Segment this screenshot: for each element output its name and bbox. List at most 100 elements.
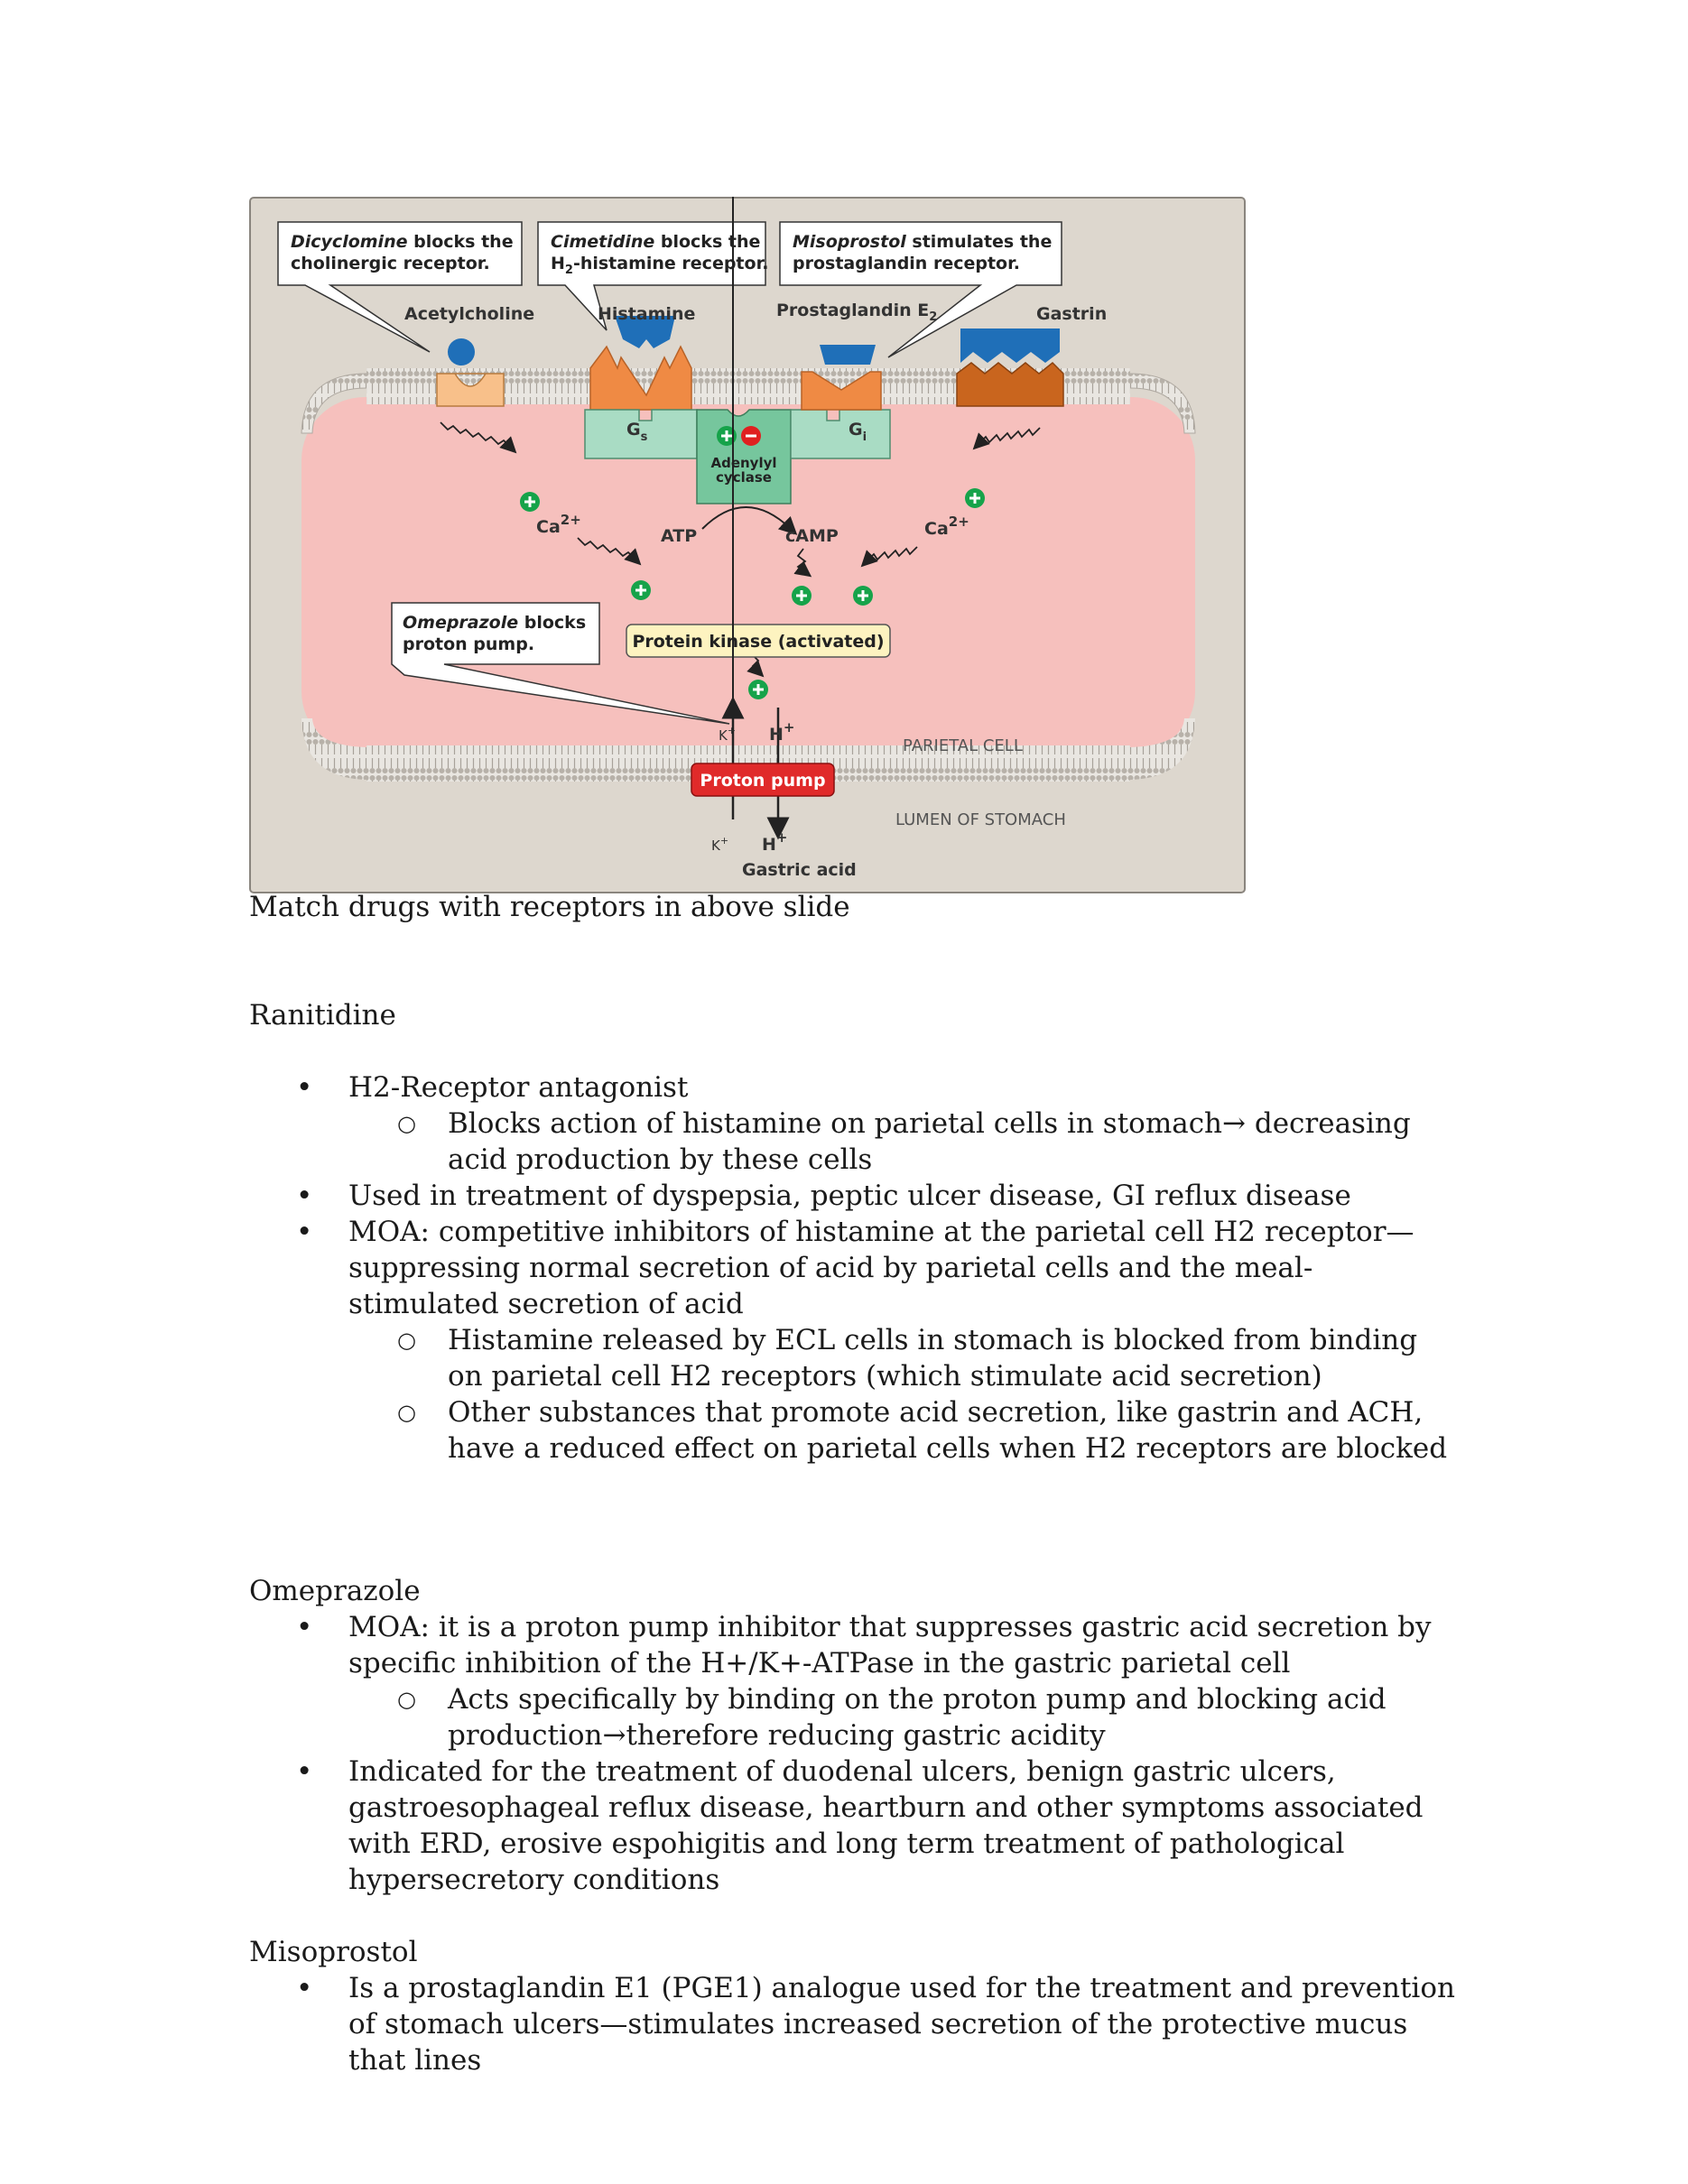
svg-text:Prostaglandin E2: Prostaglandin E2 xyxy=(776,301,937,324)
list-item: ○ Other substances that promote acid sec… xyxy=(397,1394,1459,1467)
circle-bullet-icon: ○ xyxy=(397,1111,416,1136)
cimetidine-drug: Cimetidine xyxy=(551,232,654,252)
parietal-cell-label: PARIETAL CELL xyxy=(903,736,1023,755)
prostaglandin-label: Prostaglandin E xyxy=(776,301,929,320)
svg-text:Gi: Gi xyxy=(849,420,867,444)
prostaglandin-receptor xyxy=(801,371,882,411)
ranitidine-b1-s1: Blocks action of histamine on parietal c… xyxy=(448,1107,1411,1176)
gastric-acid-label: Gastric acid xyxy=(742,860,857,880)
svg-text:Ca2+: Ca2+ xyxy=(536,512,581,537)
gs-sub: s xyxy=(641,430,648,444)
gastric-acid-diagram: Dicyclomine blocks the cholinergic recep… xyxy=(249,197,1246,893)
misoprostol-heading: Misoprostol xyxy=(249,1936,418,1968)
circle-bullet-icon: ○ xyxy=(397,1687,416,1712)
omeprazole-b1-s1: Acts specifically by binding on the prot… xyxy=(448,1683,1387,1752)
cimetidine-rest: blocks the xyxy=(654,232,760,252)
list-item: • Used in treatment of dyspepsia, peptic… xyxy=(296,1178,1459,1214)
bullet-icon: • xyxy=(296,1611,313,1643)
signal-arrow-ach xyxy=(440,421,517,454)
svg-text:Ca2+: Ca2+ xyxy=(924,514,969,539)
list-item: • Is a prostaglandin E1 (PGE1) analogue … xyxy=(296,1970,1459,2078)
adenylyl-label: Adenylyl xyxy=(710,455,776,471)
prostaglandin-sub: 2 xyxy=(929,310,937,324)
list-item: • MOA: it is a proton pump inhibitor tha… xyxy=(296,1609,1459,1754)
callout-misoprostol xyxy=(779,221,1062,358)
dicyclomine-line2: cholinergic receptor. xyxy=(291,254,490,273)
list-item: • MOA: competitive inhibitors of histami… xyxy=(296,1214,1459,1467)
svg-text:H+: H+ xyxy=(769,719,794,745)
bullet-icon: • xyxy=(296,1071,313,1104)
omeprazole-list: • MOA: it is a proton pump inhibitor tha… xyxy=(249,1609,1459,1898)
gs-protein xyxy=(584,409,698,459)
gi-label: G xyxy=(849,420,863,440)
cimetidine-sub: 2 xyxy=(565,264,573,277)
gastrin-receptor xyxy=(956,361,1064,407)
parietal-cell-cytoplasm xyxy=(301,397,1195,754)
callout-omeprazole xyxy=(391,602,730,725)
gs-label: G xyxy=(626,420,641,440)
ranitidine-b3: MOA: competitive inhibitors of histamine… xyxy=(348,1216,1414,1320)
list-item: • Indicated for the treatment of duodena… xyxy=(296,1754,1459,1898)
h-bottom-sup: + xyxy=(776,829,788,846)
plus-icon-camp-target xyxy=(792,586,812,606)
ranitidine-b2: Used in treatment of dyspepsia, peptic u… xyxy=(348,1180,1351,1212)
ca-left-label: Ca xyxy=(536,517,561,537)
callout-dicyclomine xyxy=(277,221,523,353)
h-top-sup: + xyxy=(784,719,795,736)
misoprostol-list: • Is a prostaglandin E1 (PGE1) analogue … xyxy=(249,1970,1459,2078)
proton-pump-box xyxy=(691,763,835,797)
cyclase-label: cyclase xyxy=(716,469,772,486)
list-item: ○ Histamine released by ECL cells in sto… xyxy=(397,1322,1459,1394)
k-bottom-label: K xyxy=(711,838,721,854)
svg-text:Omeprazole blocks: Omeprazole blocks xyxy=(403,613,586,633)
acetylcholine-label: Acetylcholine xyxy=(404,304,534,324)
circle-bullet-icon: ○ xyxy=(397,1328,416,1353)
plus-icon-ca-left-target xyxy=(631,580,651,600)
svg-text:K+: K+ xyxy=(719,725,736,744)
svg-text:H+: H+ xyxy=(762,829,787,855)
omeprazole-drug: Omeprazole xyxy=(403,613,518,633)
plus-icon-ca-right-target xyxy=(853,586,873,606)
list-item: • H2-Receptor antagonist ○ Blocks action… xyxy=(296,1069,1459,1178)
histamine-ligand xyxy=(615,316,675,348)
h-top-label: H xyxy=(769,725,784,745)
circle-bullet-icon: ○ xyxy=(397,1400,416,1425)
protein-kinase-label: Protein kinase (activated) xyxy=(632,632,884,652)
ranitidine-heading: Ranitidine xyxy=(249,999,396,1032)
omeprazole-b1: MOA: it is a proton pump inhibitor that … xyxy=(348,1611,1432,1680)
dicyclomine-rest: blocks the xyxy=(407,232,513,252)
omeprazole-heading: Omeprazole xyxy=(249,1575,421,1607)
bullet-icon: • xyxy=(296,1972,313,2004)
signal-arrow-camp xyxy=(793,548,812,578)
svg-text:Misoprostol stimulates the: Misoprostol stimulates the xyxy=(793,232,1052,252)
plus-icon-ca-left xyxy=(520,492,540,512)
misoprostol-rest: stimulates the xyxy=(906,232,1053,252)
plus-icon-ca-right xyxy=(965,488,985,508)
ranitidine-b1: H2-Receptor antagonist xyxy=(348,1071,689,1104)
histamine-label: Histamine xyxy=(598,304,695,324)
h-bottom-label: H xyxy=(762,835,776,855)
signal-arrow-gastrin xyxy=(972,427,1041,450)
k-bottom-sup: + xyxy=(720,835,728,847)
misoprostol-b1: Is a prostaglandin E1 (PGE1) analogue us… xyxy=(348,1972,1455,2077)
omeprazole-rest: blocks xyxy=(518,613,586,633)
ca-right-label: Ca xyxy=(924,519,949,539)
signal-arrow-ca-right xyxy=(860,546,918,568)
dicyclomine-drug: Dicyclomine xyxy=(291,232,408,252)
svg-text:Dicyclomine blocks the: Dicyclomine blocks the xyxy=(291,232,514,252)
ca-right-sup: 2+ xyxy=(949,514,969,530)
gastrin-ligand xyxy=(960,329,1060,363)
k-top-sup: + xyxy=(728,725,736,736)
bullet-icon: • xyxy=(296,1216,313,1248)
omeprazole-b2: Indicated for the treatment of duodenal … xyxy=(348,1755,1424,1896)
prostaglandin-ligand xyxy=(820,345,876,365)
acetylcholine-ligand xyxy=(448,338,475,366)
camp-label: cAMP xyxy=(785,526,839,546)
ca-left-sup: 2+ xyxy=(561,512,581,528)
protein-kinase-box xyxy=(626,624,891,658)
intro-text: Match drugs with receptors in above slid… xyxy=(249,891,850,923)
svg-text:Gs: Gs xyxy=(626,420,648,444)
list-item: ○ Blocks action of histamine on parietal… xyxy=(397,1106,1459,1178)
ranitidine-b3-s1: Histamine released by ECL cells in stoma… xyxy=(448,1324,1418,1393)
ranitidine-list: • H2-Receptor antagonist ○ Blocks action… xyxy=(249,1069,1459,1467)
